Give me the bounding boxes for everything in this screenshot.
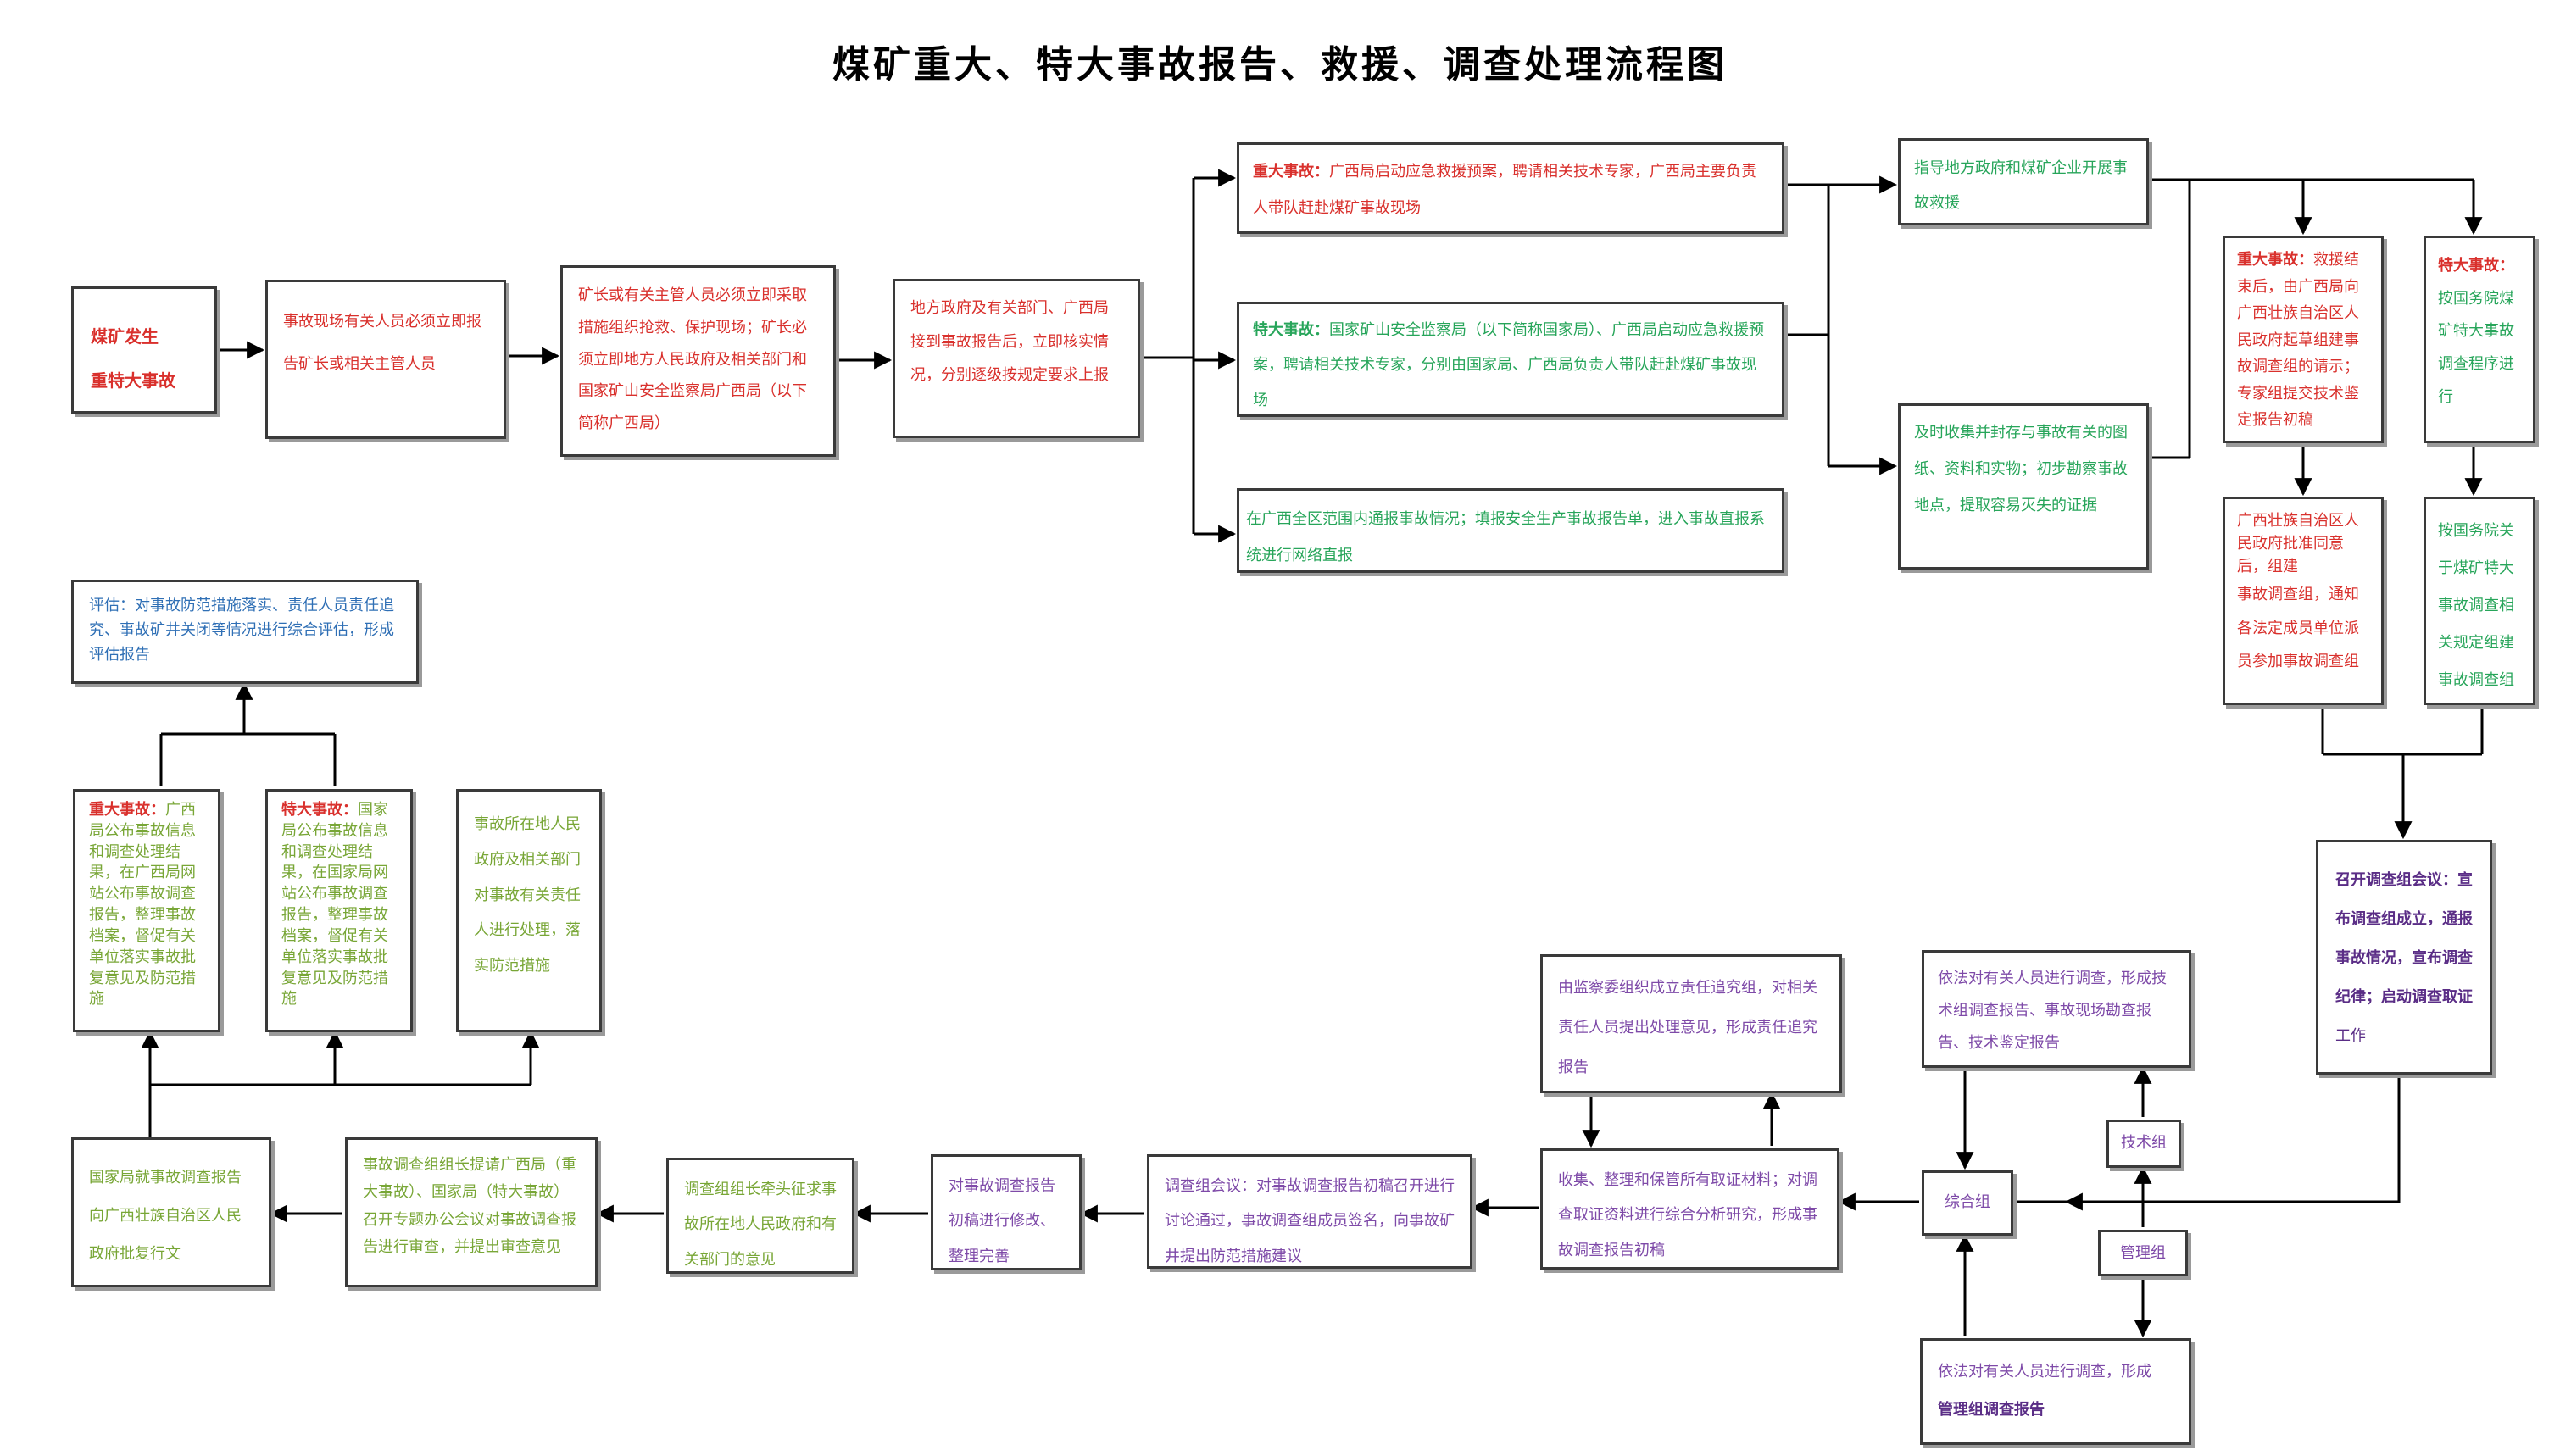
page-title: 煤矿重大、特大事故报告、救援、调查处理流程图 [832, 43, 1728, 86]
node-major-accident-label: 重大事故： [1253, 163, 1329, 181]
node-state-form-team-text: 按国务院关于煤矿特大事故调查相关规定组建事故调查组 [2438, 522, 2514, 690]
node-extra-major-accident-rescue-text: 国家矿山安全监察局（以下简称国家局）、广西局启动应急救援预案，聘请相关技术专家，… [1253, 321, 1764, 409]
node-team-meeting-text1: 召开调查组会议：宣布调查组成立，通报事故情况，宣布调查纪律；启动调查取证 [2335, 871, 2473, 1006]
node-local-gov-verify: 地方政府及有关部门、广西局接到事故报告后，立即核实情况，分别逐级按规定要求上报 [893, 279, 1140, 438]
node-comprehensive-group: 综合组 [1922, 1170, 2013, 1236]
node-evaluation: 评估：对事故防范措施落实、责任人员责任追究、事故矿井关闭等情况进行综合评估，形成… [71, 580, 419, 684]
node-notify-direct-report-text: 在广西全区范围内通报事故情况；填报安全生产事故报告单，进入事故直报系统进行网络直… [1246, 510, 1765, 565]
node-accident-occurs-line2: 重特大事故 [91, 370, 175, 391]
node-approval-document: 国家局就事故调查报告向广西壮族自治区人民政府批复行文 [71, 1137, 271, 1287]
node-management-report: 依法对有关人员进行调查，形成 管理组调查报告 [1920, 1338, 2191, 1445]
node-discuss-report-text: 调查组会议：对事故调查报告初稿召开进行讨论通过，事故调查组成员签名，向事故矿井提… [1165, 1177, 1455, 1265]
node-comprehensive-group-text: 综合组 [1945, 1193, 1990, 1211]
node-extra-major-investigation: 特大事故： 按国务院煤矿特大事故调查程序进行 [2424, 236, 2535, 443]
node-accident-occurs-line1: 煤矿发生 [91, 326, 159, 347]
node-accident-occurs: 煤矿发生 重特大事故 [71, 286, 217, 414]
node-draft-report: 收集、整理和保管所有取证材料；对调查取证资料进行综合分析研究，形成事故调查报告初… [1540, 1148, 1839, 1270]
node-approve-form-team-text2: 事故调查组，通知各法定成员单位派员参加事故调查组 [2237, 586, 2359, 671]
node-state-form-team: 按国务院关于煤矿特大事故调查相关规定组建事故调查组 [2424, 497, 2535, 705]
node-extra-major-publish-label: 特大事故： [281, 801, 358, 819]
node-approve-form-team-text1: 广西壮族自治区人民政府批准同意后，组建 [2237, 512, 2359, 575]
node-draft-report-text: 收集、整理和保管所有取证材料；对调查取证资料进行综合分析研究，形成事故调查报告初… [1558, 1171, 1817, 1259]
node-approve-form-team: 广西壮族自治区人民政府批准同意后，组建 事故调查组，通知各法定成员单位派员参加事… [2223, 497, 2384, 705]
node-collect-evidence: 及时收集并封存与事故有关的图纸、资料和实物；初步勘察事故地点，提取容易灭失的证据 [1898, 403, 2149, 570]
node-team-meeting-text2: 工作 [2335, 1026, 2366, 1045]
node-management-report-text1: 依法对有关人员进行调查，形成 [1938, 1363, 2151, 1381]
node-technical-group-text: 技术组 [2121, 1134, 2167, 1152]
node-extra-major-accident-rescue: 特大事故：国家矿山安全监察局（以下简称国家局）、广西局启动应急救援预案，聘请相关… [1237, 302, 1784, 417]
node-major-accident-rescue: 重大事故：广西局启动应急救援预案，聘请相关技术专家，广西局主要负责人带队赶赴煤矿… [1237, 142, 1784, 234]
node-major-investigation-label: 重大事故： [2237, 251, 2313, 269]
node-extra-major-label: 特大事故： [1253, 321, 1329, 339]
node-team-meeting: 召开调查组会议：宣布调查组成立，通报事故情况，宣布调查纪律；启动调查取证 工作 [2316, 840, 2492, 1075]
node-onsite-report: 事故现场有关人员必须立即报告矿长或相关主管人员 [265, 280, 506, 439]
node-revise-report-text: 对事故调查报告初稿进行修改、整理完善 [949, 1177, 1055, 1265]
node-management-report-text2: 管理组调查报告 [1938, 1401, 2045, 1419]
node-local-gov-verify-text: 地方政府及有关部门、广西局接到事故报告后，立即核实情况，分别逐级按规定要求上报 [910, 299, 1109, 385]
node-guide-rescue-text: 指导地方政府和煤矿企业开展事故救援 [1914, 159, 2128, 213]
node-extra-major-publish-results: 特大事故：国家局公布事故信息和调查处理结果，在国家局网站公布事故调查报告，整理事… [265, 789, 413, 1032]
node-accountability-group: 由监察委组织成立责任追究组，对相关责任人员提出处理意见，形成责任追究报告 [1540, 954, 1842, 1093]
node-collect-evidence-text: 及时收集并封存与事故有关的图纸、资料和实物；初步勘察事故地点，提取容易灭失的证据 [1914, 424, 2128, 515]
node-local-handling-text: 事故所在地人民政府及相关部门对事故有关责任人进行处理，落实防范措施 [474, 815, 581, 975]
node-local-handling: 事故所在地人民政府及相关部门对事故有关责任人进行处理，落实防范措施 [456, 789, 602, 1032]
node-management-group-text: 管理组 [2120, 1244, 2166, 1262]
node-extra-major-investigation-label: 特大事故： [2438, 257, 2514, 275]
node-solicit-opinions-text: 调查组组长牵头征求事故所在地人民政府和有关部门的意见 [684, 1181, 837, 1269]
node-technical-group: 技术组 [2106, 1120, 2181, 1168]
node-major-accident-rescue-text: 广西局启动应急救援预案，聘请相关技术专家，广西局主要负责人带队赶赴煤矿事故现场 [1253, 163, 1756, 218]
node-notify-direct-report: 在广西全区范围内通报事故情况；填报安全生产事故报告单，进入事故直报系统进行网络直… [1237, 488, 1784, 573]
node-technical-report: 依法对有关人员进行调查，形成技术组调查报告、事故现场勘查报告、技术鉴定报告 [1922, 950, 2191, 1068]
edge-n14-n17 [2064, 1075, 2401, 1211]
node-major-publish-label: 重大事故： [89, 801, 165, 819]
node-management-group: 管理组 [2098, 1230, 2188, 1276]
node-discuss-report: 调查组会议：对事故调查报告初稿召开进行讨论通过，事故调查组成员签名，向事故矿井提… [1147, 1154, 1472, 1269]
node-review-meeting-text: 事故调查组组长提请广西局（重大事故）、国家局（特大事故）召开专题办公会议对事故调… [363, 1156, 576, 1257]
node-mine-manager-actions: 矿长或有关主管人员必须立即采取措施组织抢救、保护现场；矿长必须立即地方人民政府及… [560, 265, 836, 457]
node-approval-document-text: 国家局就事故调查报告向广西壮族自治区人民政府批复行文 [89, 1169, 242, 1263]
node-extra-major-investigation-text: 按国务院煤矿特大事故调查程序进行 [2438, 289, 2514, 406]
node-major-investigation-request-text: 救援结束后，由广西局向广西壮族自治区人民政府起草组建事故调查组的请示；专家组提交… [2237, 251, 2359, 429]
node-extra-major-publish-results-text: 国家局公布事故信息和调查处理结果，在国家局网站公布事故调查报告，整理事故档案，督… [281, 801, 388, 1009]
node-technical-report-text: 依法对有关人员进行调查，形成技术组调查报告、事故现场勘查报告、技术鉴定报告 [1938, 970, 2167, 1052]
node-onsite-report-text: 事故现场有关人员必须立即报告矿长或相关主管人员 [283, 313, 481, 374]
node-accountability-group-text: 由监察委组织成立责任追究组，对相关责任人员提出处理意见，形成责任追究报告 [1558, 979, 1817, 1076]
node-evaluation-text: 评估：对事故防范措施落实、责任人员责任追究、事故矿井关闭等情况进行综合评估，形成… [89, 597, 394, 664]
node-major-investigation-request: 重大事故：救援结束后，由广西局向广西壮族自治区人民政府起草组建事故调查组的请示；… [2223, 236, 2384, 443]
node-review-meeting: 事故调查组组长提请广西局（重大事故）、国家局（特大事故）召开专题办公会议对事故调… [345, 1137, 598, 1287]
node-guide-rescue: 指导地方政府和煤矿企业开展事故救援 [1898, 138, 2149, 225]
node-solicit-opinions: 调查组组长牵头征求事故所在地人民政府和有关部门的意见 [666, 1158, 854, 1274]
node-major-publish-results: 重大事故：广西局公布事故信息和调查处理结果，在广西局网站公布事故调查报告，整理事… [73, 789, 220, 1032]
node-mine-manager-actions-text: 矿长或有关主管人员必须立即采取措施组织抢救、保护现场；矿长必须立即地方人民政府及… [578, 286, 807, 433]
node-revise-report: 对事故调查报告初稿进行修改、整理完善 [931, 1154, 1082, 1270]
node-major-publish-results-text: 广西局公布事故信息和调查处理结果，在广西局网站公布事故调查报告，整理事故档案，督… [89, 801, 196, 1009]
